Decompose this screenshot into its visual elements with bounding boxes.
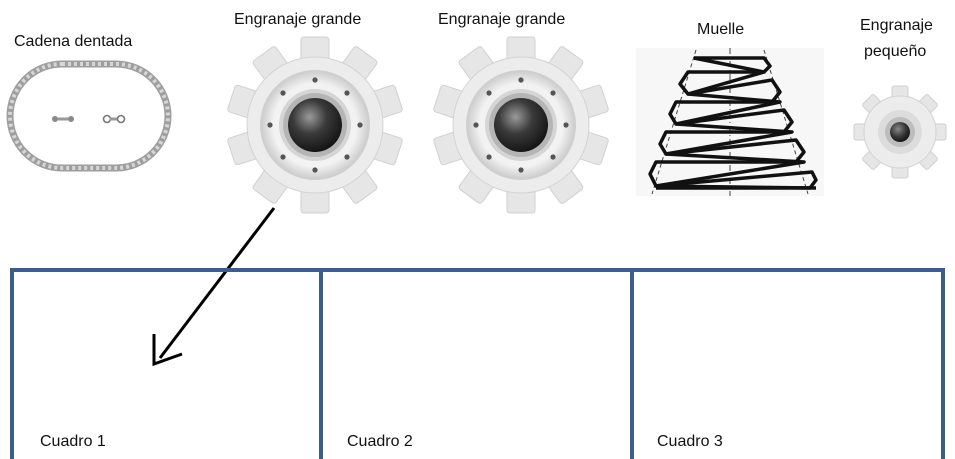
box-3-label: Cuadro 3: [657, 433, 723, 450]
gear-small-icon[interactable]: [852, 84, 948, 180]
box-2-label: Cuadro 2: [347, 433, 413, 450]
chain-link-icon: [52, 116, 74, 122]
box-2[interactable]: [325, 272, 630, 459]
chain-icon[interactable]: [5, 58, 173, 174]
box-1-label: Cuadro 1: [40, 433, 106, 450]
gear-large-1-label: Engranaje grande: [234, 11, 362, 28]
boxes-frame: [10, 268, 945, 459]
box-1[interactable]: [14, 272, 319, 459]
gear-small-label-line1: Engranaje: [860, 17, 933, 34]
gear-small-label-line2: pequeño: [864, 43, 927, 60]
spring-icon[interactable]: [636, 48, 824, 196]
chain-open-link-icon: [102, 114, 126, 124]
spring-label: Muelle: [697, 21, 745, 38]
box-3[interactable]: [636, 272, 941, 459]
gear-large-2-icon[interactable]: [432, 36, 610, 214]
arrow-icon: [140, 200, 290, 370]
chain-label: Cadena dentada: [14, 33, 133, 50]
gear-large-2-label: Engranaje grande: [438, 11, 566, 28]
gear-large-1-icon[interactable]: [226, 36, 404, 214]
